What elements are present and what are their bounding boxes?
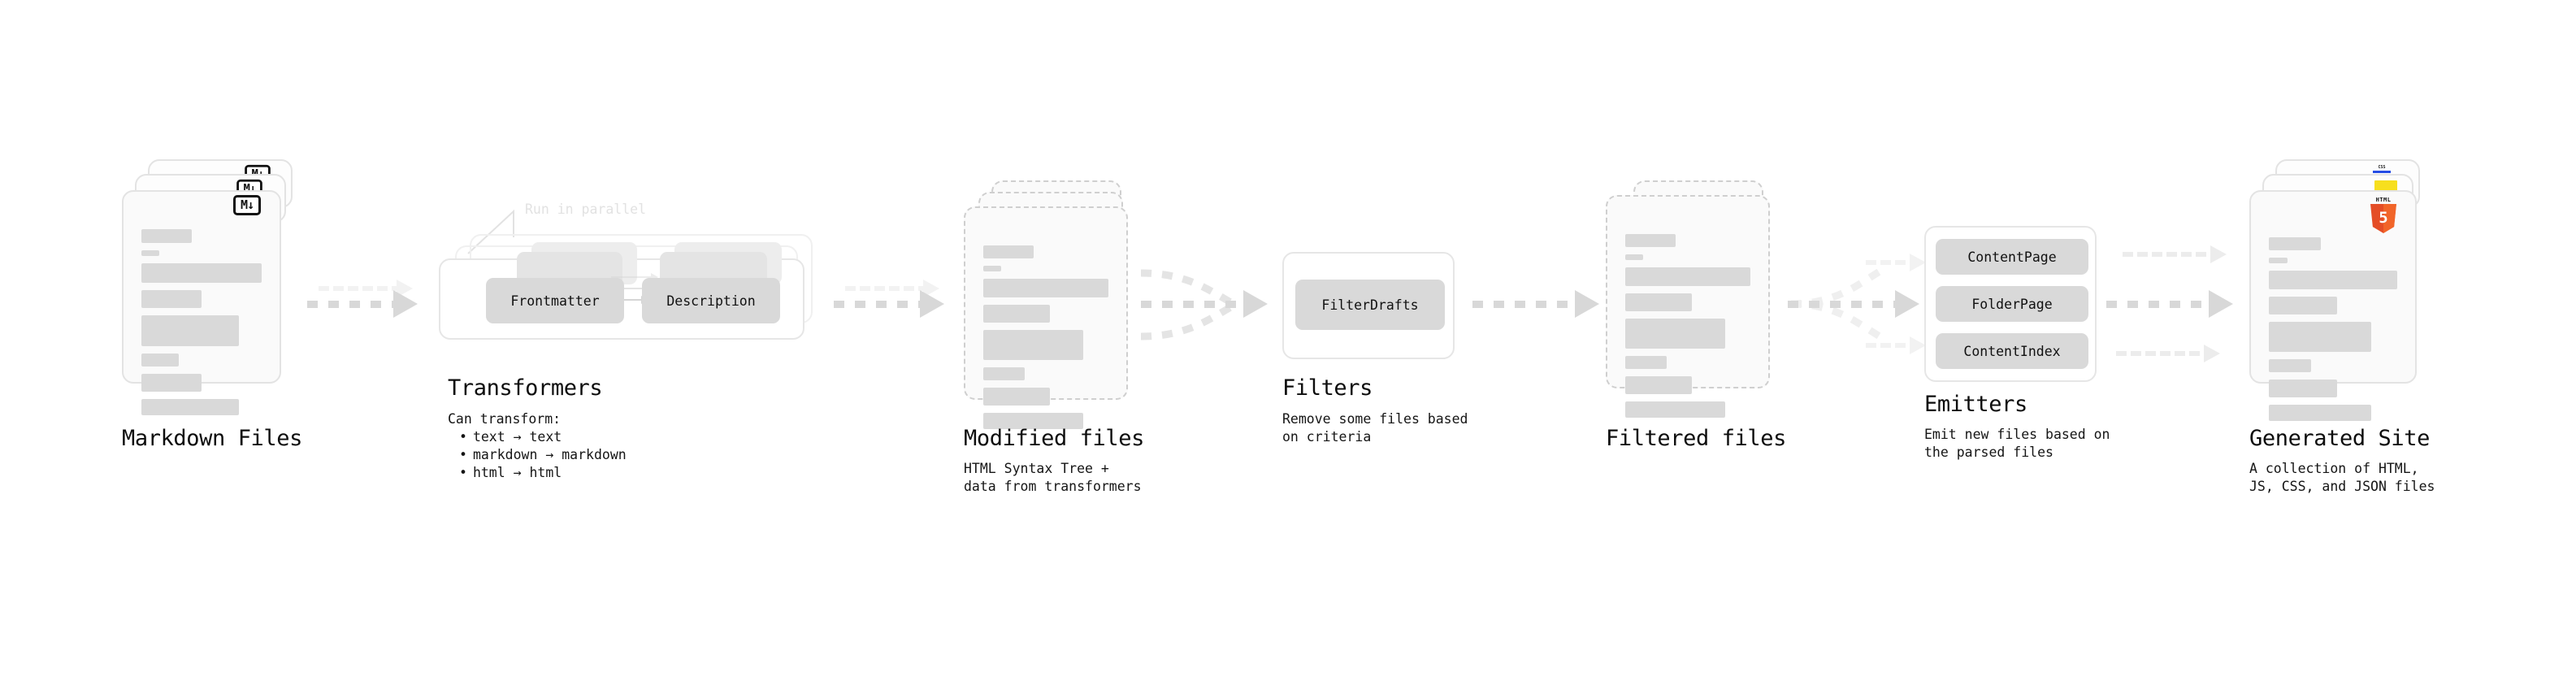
modified-card-front [964, 206, 1128, 429]
html5-five: 5 [2379, 208, 2388, 227]
emitter-chip-contentindex[interactable]: ContentIndex [1936, 333, 2088, 369]
transformer-chip-frontmatter[interactable]: Frontmatter [486, 278, 624, 323]
generated-card-front-html [2249, 190, 2417, 421]
emitter-chip-contentpage[interactable]: ContentPage [1936, 239, 2088, 275]
generated-site-stack: CSS HTML 5 [2249, 159, 2436, 421]
content-bar [983, 388, 1050, 406]
transformers-caption: Can transform: text → text markdown → ma… [448, 410, 627, 482]
content-bar [1625, 293, 1692, 311]
content-bar [983, 266, 1001, 271]
markdown-card-content [141, 229, 262, 423]
content-bar [2269, 322, 2372, 352]
transformers-caption-item: markdown → markdown [459, 446, 627, 464]
content-bar [2269, 237, 2321, 250]
content-bar [141, 290, 202, 308]
emitters-box: ContentPage FolderPage ContentIndex [1924, 226, 2097, 382]
transformers-caption-list: text → text markdown → markdown html → h… [448, 428, 627, 482]
transformers-stack: Frontmatter Description [439, 234, 829, 364]
content-bar [983, 330, 1084, 360]
flow-arrow-5-main [1788, 290, 1923, 318]
generated-site-title: Generated Site [2249, 426, 2430, 451]
generated-site-subtitle: A collection of HTML, JS, CSS, and JSON … [2249, 461, 2435, 494]
transformers-caption-item: html → html [459, 464, 627, 482]
flow-arrow-2-main [834, 290, 948, 318]
modified-files-subtitle: HTML Syntax Tree + data from transformer… [964, 461, 1142, 494]
flow-arrow-3-main [1141, 290, 1271, 318]
transformers-title: Transformers [448, 375, 603, 401]
content-bar [2269, 258, 2288, 263]
content-bar [1625, 267, 1750, 286]
emitters-subtitle: Emit new files based on the parsed files [1924, 427, 2110, 460]
flow-arrow-5-branch-bottom [1866, 336, 1926, 354]
content-bar [2269, 297, 2337, 314]
content-bar [1625, 319, 1726, 349]
content-bar [141, 229, 192, 243]
content-bar [1625, 376, 1692, 394]
content-bar [983, 305, 1050, 323]
markdown-card-front [122, 190, 281, 415]
flow-arrow-4 [1472, 290, 1602, 318]
modified-card-content [983, 245, 1108, 436]
modified-files-title: Modified files [964, 426, 1144, 451]
filters-box: FilterDrafts [1282, 252, 1455, 359]
flow-arrow-6-main [2106, 290, 2236, 318]
content-bar [141, 315, 239, 346]
transformers-caption-header: Can transform: [448, 411, 562, 427]
emitter-chip-folderpage[interactable]: FolderPage [1936, 286, 2088, 322]
content-bar [141, 354, 179, 367]
run-in-parallel-label: Run in parallel [525, 202, 647, 217]
content-bar [1625, 356, 1667, 369]
modified-files-stack [964, 180, 1143, 440]
run-in-parallel-leader [467, 209, 514, 254]
content-bar [983, 279, 1108, 297]
flow-arrow-1-main [307, 290, 421, 318]
content-bar [141, 374, 202, 392]
content-bar [141, 263, 262, 283]
filtered-card-content [1625, 234, 1750, 425]
markdown-files-title: Markdown Files [122, 426, 302, 451]
css-badge-underline [2373, 171, 2391, 173]
markdown-files-stack: M↓ M↓ M↓ [122, 159, 301, 419]
filter-chip-filterdrafts[interactable]: FilterDrafts [1295, 280, 1445, 330]
transformers-caption-item: text → text [459, 428, 627, 446]
content-bar [2269, 359, 2312, 372]
html5-shield: 5 [2370, 204, 2396, 233]
filtered-files-stack [1606, 180, 1785, 440]
content-bar [2269, 271, 2397, 289]
filters-subtitle: Remove some files based on criteria [1282, 411, 1468, 445]
html5-icon: HTML 5 [2367, 197, 2400, 234]
emitters-title: Emitters [1924, 392, 2027, 417]
transformer-chip-description[interactable]: Description [642, 278, 780, 323]
filters-title: Filters [1282, 375, 1373, 401]
flow-arrow-6-top [2123, 245, 2228, 263]
generated-card-content [2269, 237, 2397, 428]
css-badge: CSS [2373, 164, 2391, 173]
css-badge-label: CSS [2378, 165, 2386, 170]
flow-arrow-6-bottom [2116, 345, 2222, 362]
content-bar [141, 250, 159, 256]
flow-arrow-3-merge-curves [1140, 269, 1236, 340]
transformer-inner-arrow-ghost [611, 273, 658, 281]
content-bar [141, 399, 239, 415]
js-badge [2374, 180, 2397, 192]
content-bar [983, 413, 1084, 429]
flow-arrow-5-branch-top [1866, 254, 1926, 271]
content-bar [2269, 405, 2372, 421]
content-bar [1625, 254, 1643, 260]
markdown-badge: M↓ [233, 195, 261, 215]
flow-arrow-5-split-curves [1790, 265, 1888, 343]
html5-icon-label: HTML [2375, 197, 2392, 203]
filtered-card-front [1606, 195, 1770, 418]
filtered-files-title: Filtered files [1606, 426, 1786, 451]
content-bar [983, 245, 1034, 258]
content-bar [1625, 234, 1676, 247]
content-bar [1625, 401, 1726, 418]
content-bar [983, 367, 1025, 380]
content-bar [2269, 380, 2337, 397]
